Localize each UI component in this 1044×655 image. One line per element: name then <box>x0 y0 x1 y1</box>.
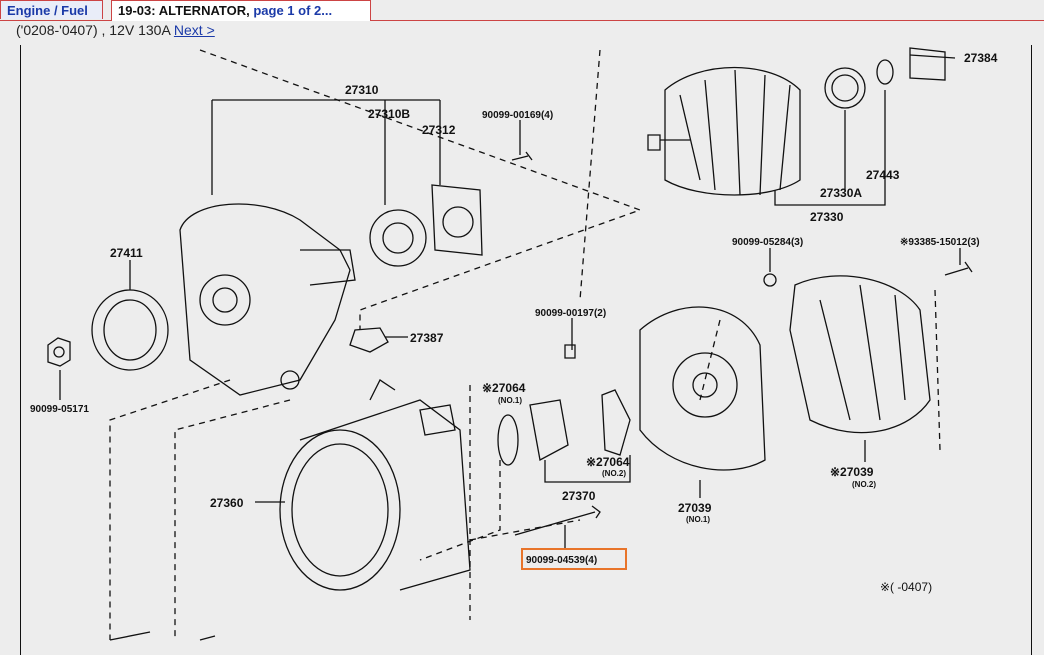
footnote: ※( -0407) <box>880 580 932 594</box>
label-27310b: 27310B <box>368 107 410 121</box>
label-27312: 27312 <box>422 123 456 137</box>
label-93385-15012: ※93385-15012(3) <box>900 237 980 248</box>
label-27064-no1: ※27064 <box>482 381 526 395</box>
label-27039-no1-sub: (NO.1) <box>686 515 710 524</box>
label-90099-04539[interactable]: 90099-04539(4) <box>526 555 597 566</box>
label-27360: 27360 <box>210 496 244 510</box>
label-27039-no1: 27039 <box>678 501 712 515</box>
label-27039-no2-sub: (NO.2) <box>852 480 876 489</box>
applicability-line: ('0208-'0407) , 12V 130A Next > <box>16 22 215 38</box>
label-90099-00169: 90099-00169(4) <box>482 110 553 121</box>
label-27064-no1-sub: (NO.1) <box>498 396 522 405</box>
diagram-frame <box>20 45 1032 655</box>
label-90099-00197: 90099-00197(2) <box>535 308 606 319</box>
applicability-range: ('0208-'0407) , 12V 130A <box>16 22 171 38</box>
label-90099-05171: 90099-05171 <box>30 404 89 415</box>
tab-alternator-page: page 1 of 2... <box>253 3 333 18</box>
tab-engine-fuel-label: Engine / Fuel <box>7 3 88 18</box>
label-27443: 27443 <box>866 168 900 182</box>
tab-alternator-title: 19-03: ALTERNATOR, <box>118 3 250 18</box>
label-27330: 27330 <box>810 210 844 224</box>
label-27330a: 27330A <box>820 186 862 200</box>
label-27384: 27384 <box>964 51 998 65</box>
tab-bar <box>0 0 1044 21</box>
label-27310: 27310 <box>345 83 379 97</box>
label-27039-no2: ※27039 <box>830 465 874 479</box>
label-27387: 27387 <box>410 331 444 345</box>
label-90099-05284: 90099-05284(3) <box>732 237 803 248</box>
tab-alternator[interactable]: 19-03: ALTERNATOR, page 1 of 2... <box>111 0 371 21</box>
next-page-link[interactable]: Next > <box>173 22 215 38</box>
label-27064-no2: ※27064 <box>586 455 630 469</box>
highlight-box <box>521 548 627 570</box>
label-27370: 27370 <box>562 489 596 503</box>
label-27064-no2-sub: (NO.2) <box>602 469 626 478</box>
tab-engine-fuel[interactable]: Engine / Fuel <box>0 0 103 19</box>
label-27411: 27411 <box>110 246 143 260</box>
